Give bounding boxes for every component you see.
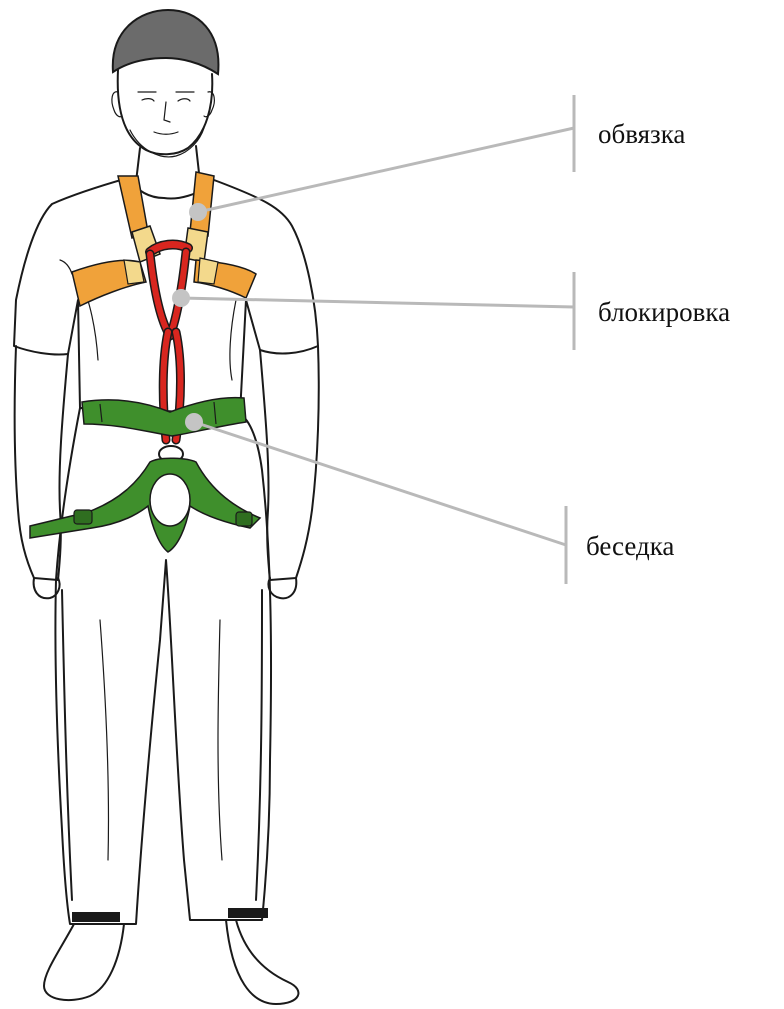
callout-harness: обвязка (189, 95, 685, 221)
seat-harness (30, 398, 260, 552)
left-foot (44, 924, 124, 1000)
marker-harness (189, 203, 207, 221)
marker-blocking (172, 289, 190, 307)
helmet (113, 10, 219, 74)
label-blocking: блокировка (598, 297, 730, 327)
label-harness: обвязка (598, 119, 685, 149)
chest-harness (72, 172, 256, 306)
right-foot (226, 920, 298, 1004)
callout-seat: беседка (185, 413, 674, 584)
label-seat: беседка (586, 531, 674, 561)
marker-seat (185, 413, 203, 431)
